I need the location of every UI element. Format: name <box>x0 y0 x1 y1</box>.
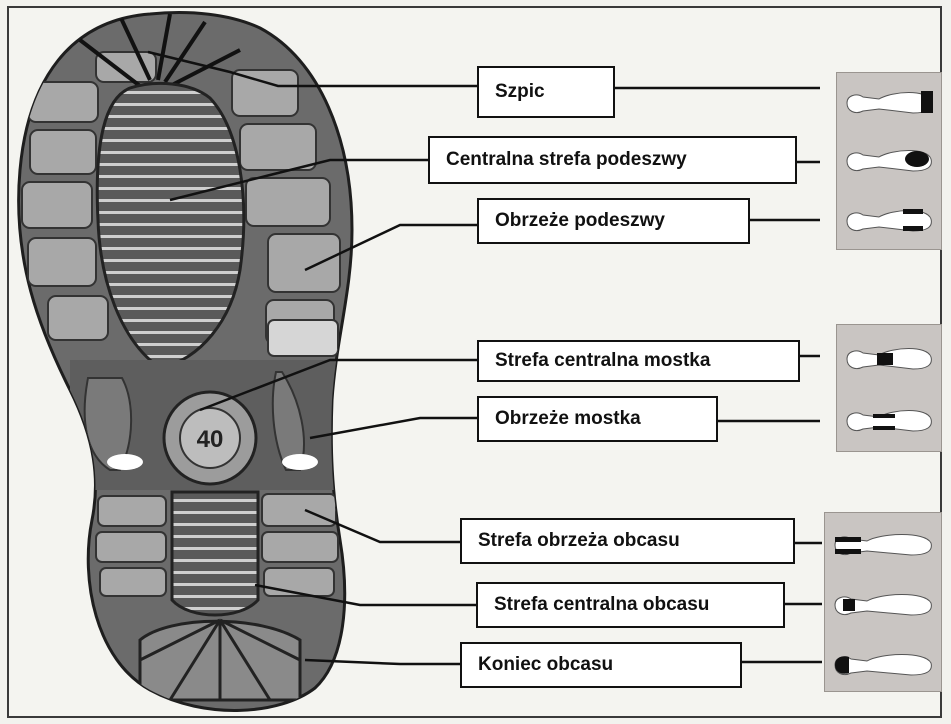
label-strefa-obrzeza-obcasu-text: Strefa obrzeża obcasu <box>478 530 680 552</box>
icon-panel-heel <box>824 512 942 692</box>
icon-panel-waist <box>836 324 942 452</box>
footprint-icon-heel-center <box>835 595 931 616</box>
leader-szpic <box>148 52 477 86</box>
label-szpic: Szpic <box>477 66 615 118</box>
footprint-icon-waist-center <box>847 349 931 370</box>
leader-obrzeze-mostka <box>310 418 477 438</box>
leader-strefa-centralna-obcasu <box>255 585 476 605</box>
label-koniec-obcasu-text: Koniec obcasu <box>478 654 613 676</box>
label-strefa-centralna-mostka-text: Strefa centralna mostka <box>495 350 710 372</box>
label-centralna-strefa-podeszwy-text: Centralna strefa podeszwy <box>446 149 687 171</box>
leader-koniec-obcasu <box>305 660 460 664</box>
label-obrzeze-mostka: Obrzeże mostka <box>477 396 718 442</box>
leader-obrzeze-podeszwy <box>305 225 477 270</box>
label-strefa-centralna-obcasu-text: Strefa centralna obcasu <box>494 594 709 616</box>
footprint-icon-heel-edge <box>835 535 931 556</box>
label-szpic-text: Szpic <box>495 81 545 103</box>
leader-strefa-centralna-mostka <box>200 360 477 410</box>
footprint-icon-heel-end <box>835 655 931 676</box>
label-obrzeze-podeszwy-text: Obrzeże podeszwy <box>495 210 665 232</box>
label-centralna-strefa-podeszwy: Centralna strefa podeszwy <box>428 136 797 184</box>
label-obrzeze-mostka-text: Obrzeże mostka <box>495 408 641 430</box>
footprint-icon-central-forefoot <box>847 151 931 172</box>
leader-strefa-obrzeza-obcasu <box>305 510 460 542</box>
label-strefa-obrzeza-obcasu: Strefa obrzeża obcasu <box>460 518 795 564</box>
label-strefa-centralna-mostka: Strefa centralna mostka <box>477 340 800 382</box>
footprint-icon-forefoot-edge <box>847 209 931 231</box>
label-strefa-centralna-obcasu: Strefa centralna obcasu <box>476 582 785 628</box>
label-obrzeze-podeszwy: Obrzeże podeszwy <box>477 198 750 244</box>
footprint-icon-toe <box>847 91 933 113</box>
leader-centralna-strefa <box>170 160 428 200</box>
icon-panel-forefoot <box>836 72 942 250</box>
footprint-icon-waist-edge <box>847 411 931 432</box>
label-koniec-obcasu: Koniec obcasu <box>460 642 742 688</box>
